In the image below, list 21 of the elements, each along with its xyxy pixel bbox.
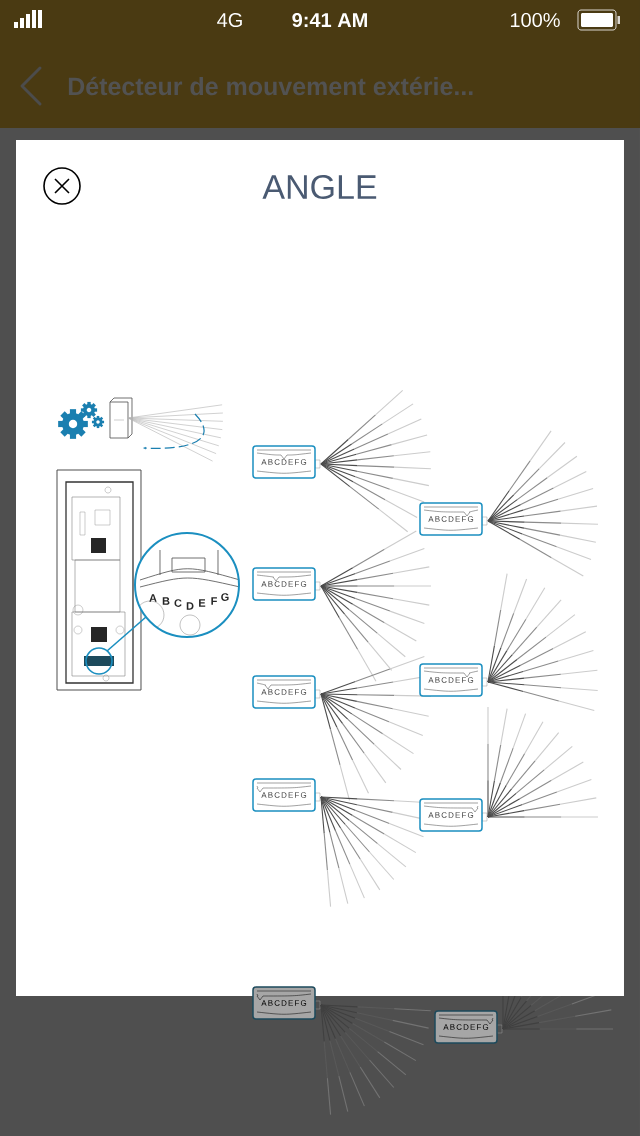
angle-selector: ABCDEFG [252,986,316,1020]
angle-selector: ABCDEFG [252,567,316,601]
angle-selector: ABCDEFG [252,445,316,479]
modal-title: ANGLE [262,174,377,200]
angle-selector: ABCDEFG [419,502,483,536]
battery-percent-label: 100% [510,12,560,28]
angle-selector: ABCDEFG [419,798,483,832]
angle-selector: ABCDEFG [252,778,316,812]
clock-label: 9:41 AM [292,12,367,28]
network-label: 4G [217,12,242,28]
scale-letter: A [149,594,157,602]
scale-letter: E [199,599,206,607]
angle-selector: ABCDEFG [252,675,316,709]
header-title: Détecteur de mouvement extérie... [68,76,473,96]
scale-letter: D [186,602,194,610]
scale-letter: C [174,599,182,607]
angle-selector: ABCDEFG [419,663,483,697]
scale-letter: B [162,597,170,605]
scale-letter: G [221,593,229,601]
scale-letter: F [211,597,217,605]
angle-selector: ABCDEFG [434,1010,498,1044]
